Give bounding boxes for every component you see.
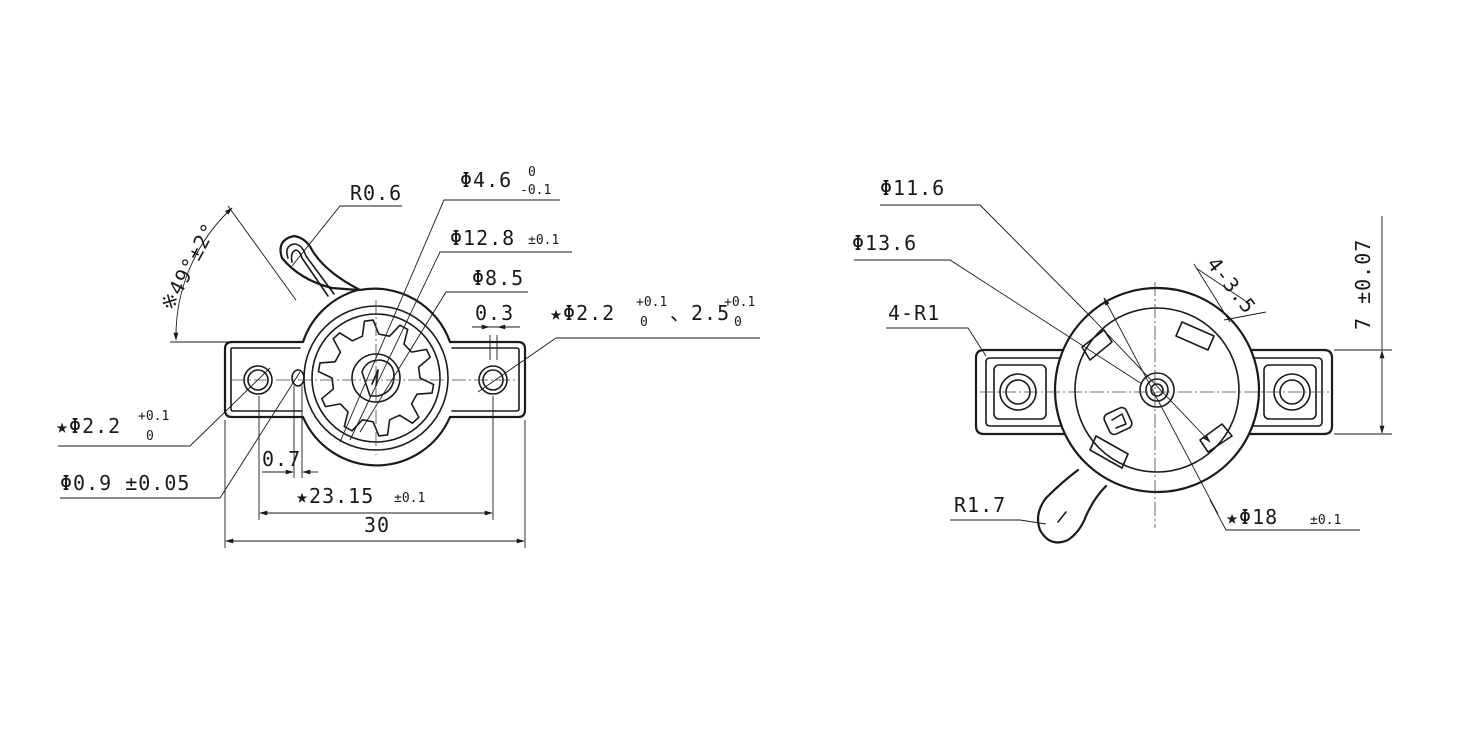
label-dim7: 7 ±0.07 — [1351, 239, 1375, 330]
leader-d85 — [359, 291, 528, 433]
label-d46-lower: -0.1 — [520, 183, 551, 198]
label-dim30: 30 — [364, 513, 390, 537]
hub-outer — [1139, 372, 1175, 408]
label-dim2315: ★23.15 — [296, 484, 374, 508]
label-d128: Φ12.8 — [450, 226, 515, 250]
label-d46: Φ4.6 — [460, 168, 512, 192]
label-dim07: 0.7 — [262, 447, 301, 471]
label-star-right-lower2: 0 — [734, 315, 742, 330]
arc-slot-tl — [1081, 329, 1113, 361]
lever-foot — [1036, 468, 1108, 544]
label-d09: Φ0.9 ±0.05 — [60, 471, 190, 495]
dim-35-line-b — [1223, 311, 1267, 321]
small-pin — [291, 369, 305, 387]
label-star-left: ★Φ2.2 — [56, 414, 121, 438]
label-star-left-upper: +0.1 — [138, 409, 169, 424]
disc-inner — [1074, 307, 1240, 473]
left-body-inner — [230, 347, 303, 412]
leader-r06 — [291, 205, 402, 267]
leader-d116 — [880, 204, 1095, 321]
logo-icon — [1103, 406, 1133, 436]
label-d85: Φ8.5 — [472, 266, 524, 290]
dia-18-line — [1103, 297, 1219, 515]
right-view: 7 ±0.07 4-3.5 Φ11.6 Φ13.6 4-R1 R1.7 ★Φ18… — [852, 176, 1392, 544]
left-body-outline — [223, 234, 527, 467]
label-r1: 4-R1 — [888, 301, 940, 325]
leader-d136 — [854, 259, 1143, 385]
leader-star-left — [58, 367, 271, 447]
label-star-right-upper2: +0.1 — [724, 295, 755, 310]
label-d136: Φ13.6 — [852, 231, 917, 255]
leader-r17 — [950, 519, 1047, 525]
left-view: R0.6 ※49°±2° Φ4.6 0 -0.1 Φ12.8 ±0.1 Φ8.5… — [56, 165, 760, 548]
arc-slot-bl — [1089, 435, 1129, 469]
arc-slot-br — [1199, 423, 1233, 453]
leader-d09 — [60, 371, 301, 499]
lever-slot — [286, 243, 335, 295]
label-star-left-lower: 0 — [146, 429, 154, 444]
label-star-right-upper: +0.1 — [636, 295, 667, 310]
arc-slot-tr — [1175, 321, 1215, 351]
lever-foot-mark — [1057, 511, 1067, 523]
leader-star-right — [477, 337, 760, 393]
label-star-right: ★Φ2.2 — [550, 301, 615, 325]
label-r17: R1.7 — [954, 493, 1006, 517]
label-star-right-lower: 0 — [640, 315, 648, 330]
left-body-inner-right — [451, 347, 520, 412]
label-angle: ※49°±2° — [155, 218, 221, 314]
label-d116: Φ11.6 — [880, 176, 945, 200]
hub-inner — [1150, 383, 1164, 397]
leader-d128 — [349, 251, 572, 441]
gear — [317, 319, 435, 437]
label-d128-tol: ±0.1 — [528, 233, 559, 248]
leader-r1 — [886, 327, 987, 357]
hub-mid — [1145, 378, 1169, 402]
label-gap03: 0.3 — [475, 301, 514, 325]
leader-d46 — [339, 199, 560, 443]
label-d18-tol: ±0.1 — [1310, 513, 1341, 528]
dia-116-line — [1093, 319, 1211, 443]
label-d18: ★Φ18 — [1226, 505, 1278, 529]
d-shaft-mark — [371, 369, 379, 387]
right-body-outline-r — [1228, 348, 1334, 436]
ext-35-a — [1193, 263, 1231, 323]
lever-slot-inner — [290, 249, 329, 297]
d-shaft — [361, 359, 395, 397]
label-dim2315-tol: ±0.1 — [394, 491, 425, 506]
label-star-right-sep: 、2.5 — [670, 301, 730, 325]
label-r06: R0.6 — [350, 181, 402, 205]
angle-ref-slant — [227, 205, 297, 301]
label-d46-upper: 0 — [528, 165, 536, 180]
dim-35-line — [1195, 267, 1251, 305]
right-body-outline — [974, 348, 1082, 436]
logo-icon-inner — [1111, 413, 1127, 429]
leader-d18 — [1209, 499, 1360, 531]
angle-arc — [173, 207, 233, 341]
